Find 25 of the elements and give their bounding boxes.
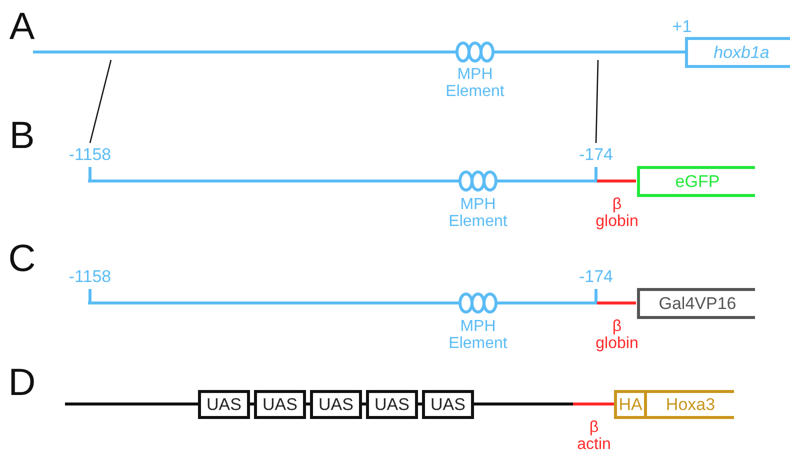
position-label: -1158 <box>68 146 112 163</box>
gene-box: hoxb1a <box>685 37 790 68</box>
uas-box: UAS <box>366 390 418 419</box>
segment-label: β globin <box>594 196 640 230</box>
panel-letter: C <box>8 240 36 278</box>
segment-label: β globin <box>594 318 640 352</box>
element-label: MPH Element <box>444 66 506 100</box>
element-label: MPH Element <box>448 318 508 352</box>
uas-box: UAS <box>198 390 250 419</box>
reporter-box: eGFP <box>637 166 755 197</box>
panel-letter: B <box>9 117 35 155</box>
position-label: -174 <box>578 268 614 285</box>
position-label: +1 <box>672 18 692 35</box>
segment-label: β actin <box>576 419 612 451</box>
panel-letter: A <box>9 8 35 46</box>
uas-box: UAS <box>254 390 306 419</box>
position-label: -174 <box>578 146 614 163</box>
panel-letter: D <box>8 364 36 402</box>
gene-box: Hoxa3 <box>644 390 734 419</box>
element-label: MPH Element <box>448 196 508 230</box>
transactivator-box: Gal4VP16 <box>637 288 755 319</box>
position-label: -1158 <box>68 268 112 285</box>
tag-box: HA <box>614 390 647 419</box>
uas-box: UAS <box>310 390 362 419</box>
uas-box: UAS <box>422 390 474 419</box>
